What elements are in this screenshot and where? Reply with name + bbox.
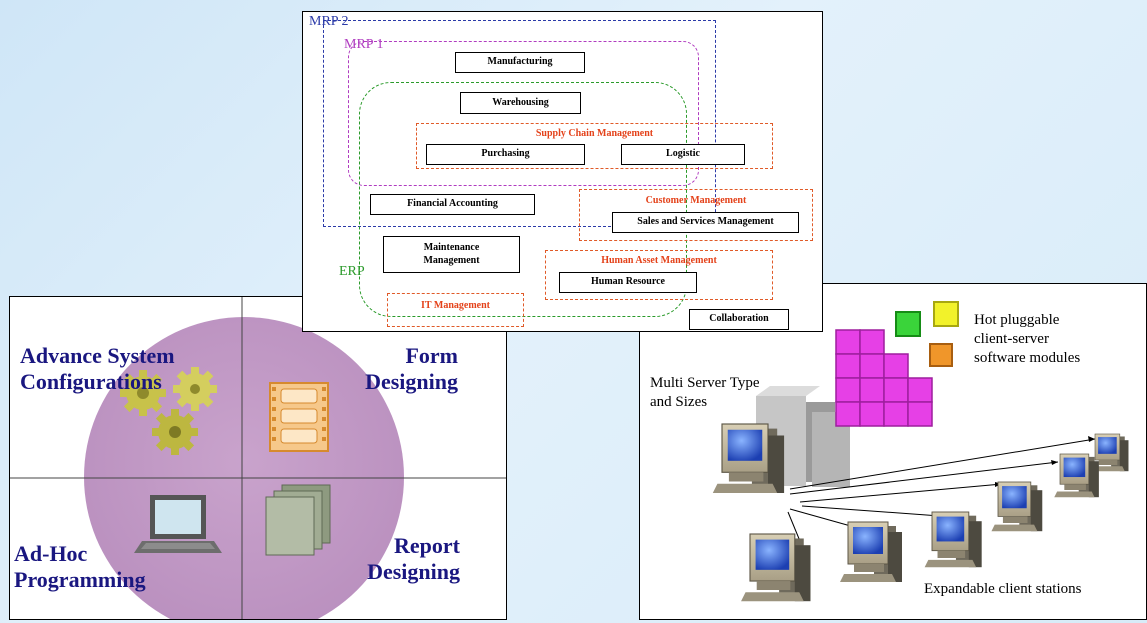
human-asset-label: Human Asset Management: [601, 255, 717, 266]
purchasing-module: Purchasing: [426, 144, 585, 165]
green-module-icon: [895, 311, 921, 337]
client-station-icon: [924, 511, 983, 568]
advance-config-label: Advance System Configurations: [20, 343, 175, 394]
customer-management-group: Customer Management: [579, 189, 813, 241]
form-designing-label: Form Designing: [365, 343, 458, 394]
multi-server-label: Multi Server Type and Sizes: [650, 375, 760, 410]
hot-pluggable-modules-label: Hot pluggable client-server software mod…: [974, 312, 1081, 366]
adhoc-programming-label: Ad-Hoc Programming: [14, 541, 146, 592]
collaboration-module: Collaboration: [689, 309, 789, 330]
report-designing-label: Report Designing: [367, 533, 460, 584]
yellow-module-icon: [933, 301, 959, 327]
maintenance-module: Maintenance Management: [383, 236, 520, 273]
supply-chain-group: Supply Chain Management: [416, 123, 773, 169]
client-station-icon: [1053, 453, 1100, 498]
expandable-clients-label: Expandable client stations: [924, 581, 1082, 597]
main-workstation-icon: [712, 423, 785, 494]
supply-chain-label: Supply Chain Management: [535, 128, 654, 139]
human-asset-group: Human Asset Management: [545, 250, 773, 300]
human-resource-module: Human Resource: [559, 272, 697, 293]
mrp1-label: MRP 1: [344, 37, 384, 52]
client-server-graphic: [712, 301, 1129, 602]
client-station-icon: [991, 481, 1043, 532]
laptop-icon: [134, 495, 222, 553]
quadrant-graphic: [10, 297, 506, 619]
feature-quadrant-panel: Advance System Configurations Form Desig…: [9, 296, 507, 620]
software-modules-icon: [835, 301, 959, 427]
warehousing-module: Warehousing: [460, 92, 581, 114]
erp-label: ERP: [339, 264, 365, 279]
financial-accounting-module: Financial Accounting: [370, 194, 535, 215]
client-station-icon: [740, 533, 812, 602]
logistic-module: Logistic: [621, 144, 745, 165]
customer-management-label: Customer Management: [645, 195, 747, 206]
it-management-group: IT Management: [387, 293, 524, 327]
client-server-panel: Hot pluggable client-server software mod…: [639, 283, 1147, 620]
it-management-label: IT Management: [421, 300, 490, 311]
form-icon: [269, 382, 329, 452]
sales-services-module: Sales and Services Management: [612, 212, 799, 233]
client-station-icon: [839, 521, 903, 583]
mrp1-boundary: [348, 41, 699, 186]
report-stack-icon: [265, 484, 331, 556]
erp-scope-diagram: MRP 2 MRP 1 ERP Supply Chain Management …: [302, 11, 823, 332]
orange-module-icon: [929, 343, 953, 367]
manufacturing-module: Manufacturing: [455, 52, 585, 73]
mrp2-label: MRP 2: [309, 14, 349, 29]
